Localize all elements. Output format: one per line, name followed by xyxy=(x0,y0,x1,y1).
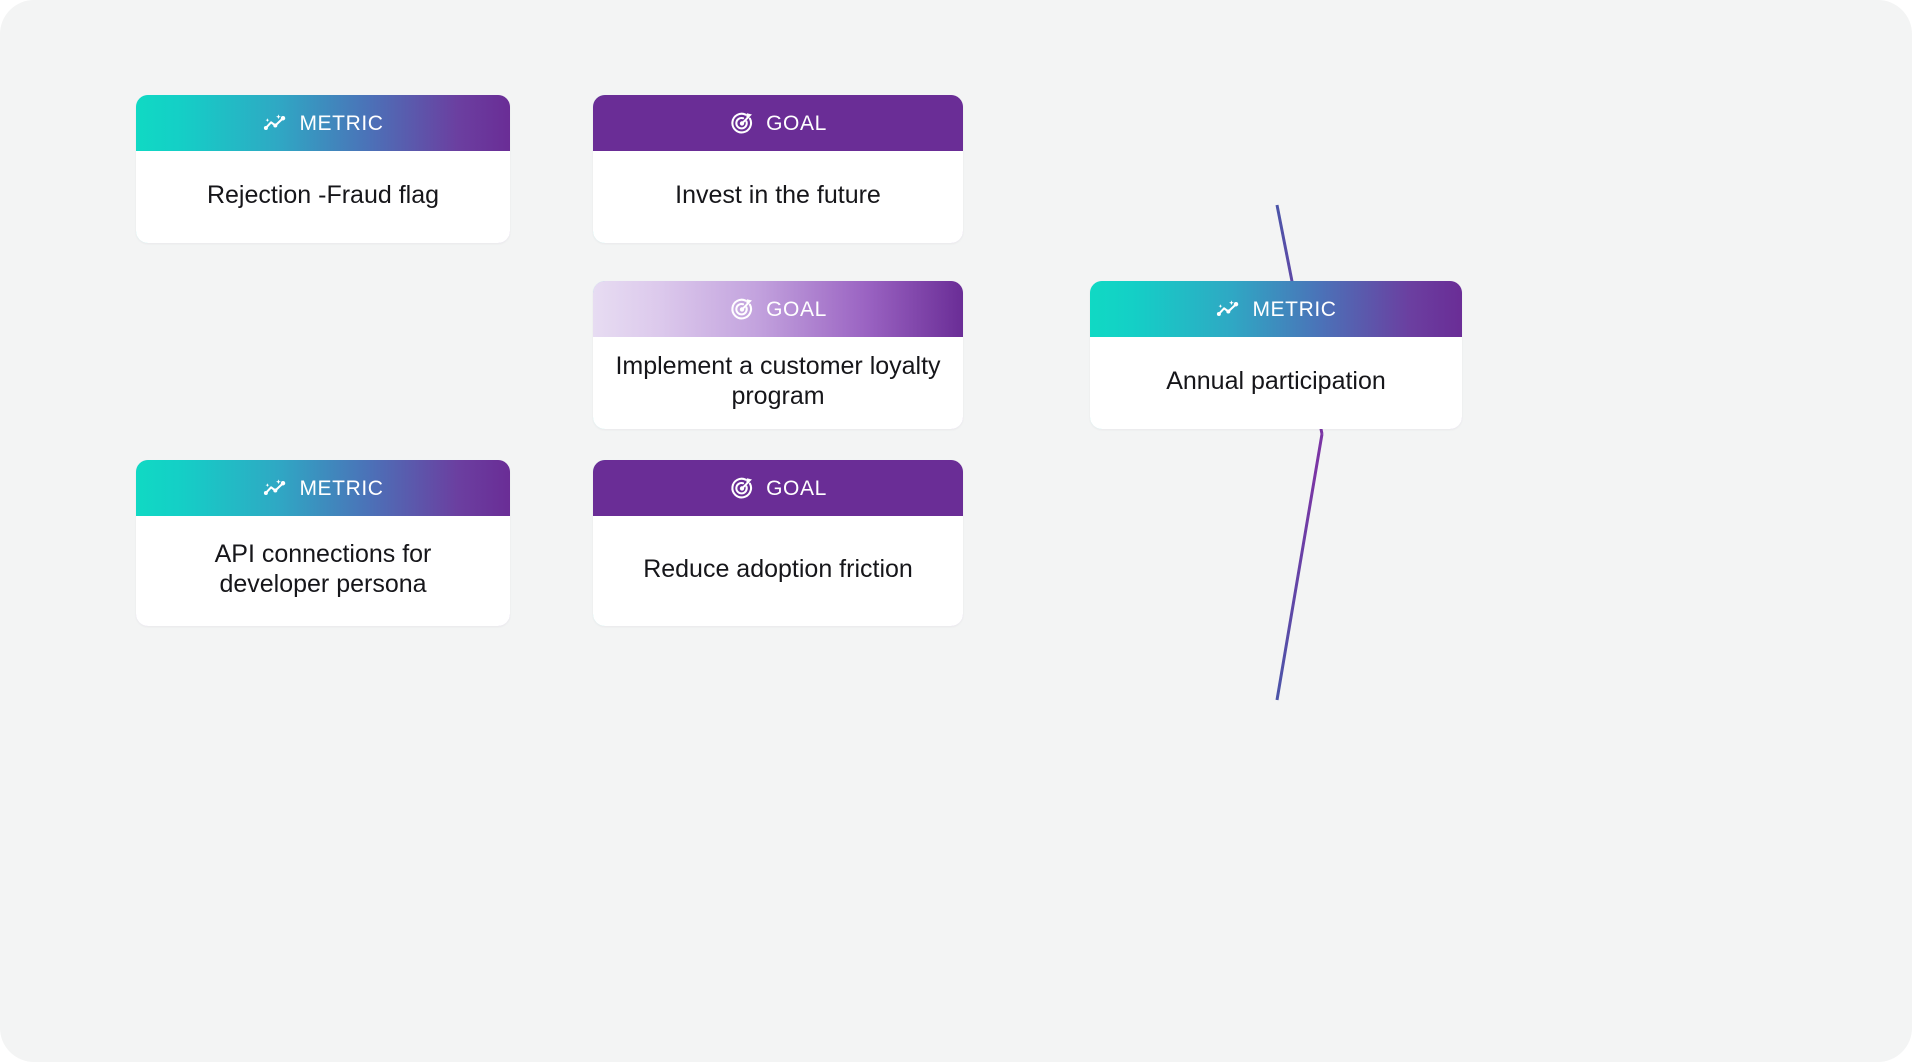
node-body: Invest in the future xyxy=(593,151,963,243)
node-title: Invest in the future xyxy=(675,180,881,209)
node-header-metric: METRIC xyxy=(136,95,510,151)
goal-target-arrow-icon xyxy=(731,477,753,499)
node-card-metric-api-connections-developer-persona[interactable]: METRIC API connections for developer per… xyxy=(136,460,510,626)
metric-trend-sparkle-icon xyxy=(264,479,286,495)
node-body: Rejection -Fraud flag xyxy=(136,151,510,243)
node-card-metric-annual-participation[interactable]: METRIC Annual participation xyxy=(1090,281,1462,429)
node-card-goal-invest-in-the-future[interactable]: GOAL Invest in the future xyxy=(593,95,963,243)
node-header-goal: GOAL xyxy=(593,281,963,337)
node-header-metric: METRIC xyxy=(136,460,510,516)
node-header-goal: GOAL xyxy=(593,460,963,516)
node-title: Annual participation xyxy=(1166,366,1386,395)
node-type-label: GOAL xyxy=(766,297,827,321)
node-type-label: GOAL xyxy=(766,476,827,500)
node-body: Reduce adoption friction xyxy=(593,516,963,626)
node-type-label: METRIC xyxy=(299,111,384,135)
node-title: API connections for developer persona xyxy=(214,539,432,599)
node-type-label: METRIC xyxy=(1252,297,1337,321)
node-card-goal-implement-customer-loyalty-program[interactable]: GOAL Implement a customer loyalty progra… xyxy=(593,281,963,429)
node-body: Implement a customer loyalty program xyxy=(593,337,963,429)
node-type-label: METRIC xyxy=(299,476,384,500)
node-header-goal: GOAL xyxy=(593,95,963,151)
node-card-metric-rejection-fraud-flag[interactable]: METRIC Rejection -Fraud flag xyxy=(136,95,510,243)
goal-target-arrow-icon xyxy=(731,298,753,320)
node-title: Reduce adoption friction xyxy=(643,554,913,583)
node-type-label: GOAL xyxy=(766,111,827,135)
node-body: API connections for developer persona xyxy=(136,516,510,626)
node-title: Implement a customer loyalty program xyxy=(615,351,941,411)
node-title: Rejection -Fraud flag xyxy=(206,180,440,209)
node-card-goal-reduce-adoption-friction[interactable]: GOAL Reduce adoption friction xyxy=(593,460,963,626)
node-header-metric: METRIC xyxy=(1090,281,1462,337)
goal-target-arrow-icon xyxy=(731,112,753,134)
metric-trend-sparkle-icon xyxy=(264,114,286,130)
edge-friction-to-annual-diagonal xyxy=(1275,433,1324,701)
node-body: Annual participation xyxy=(1090,337,1462,429)
metric-trend-sparkle-icon xyxy=(1217,300,1239,316)
